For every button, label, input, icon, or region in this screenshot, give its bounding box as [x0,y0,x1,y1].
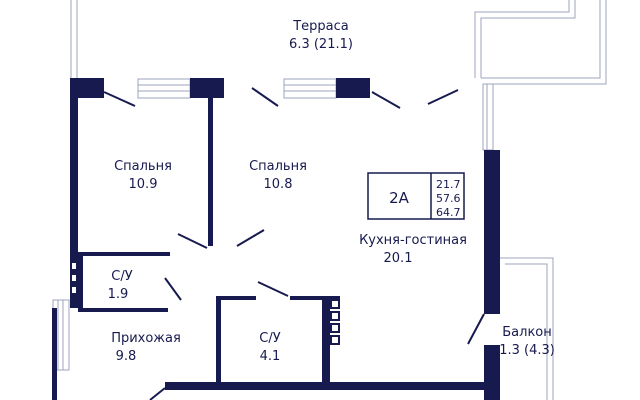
room-labels: Терраса 6.3 (21.1) Спальня 10.9 Спальня … [108,19,555,364]
apartment-type: 2А [389,189,410,207]
window-bedroom2 [283,78,337,99]
window-bedroom1 [137,78,191,99]
ventilation-shafts [70,261,340,345]
balcony-area: 1.3 (4.3) [499,343,555,358]
door-balcony [467,313,485,345]
area-living: 21.7 [436,178,461,191]
bedroom1-area: 10.9 [129,177,158,192]
bedroom2-name: Спальня [249,159,307,174]
bathroom1-name: С/У [111,269,132,284]
apartment-badge: 2А 21.7 57.6 64.7 [367,172,465,220]
door-terrace-bedroom1 [103,91,136,107]
door-bath2 [257,281,289,297]
bathroom2-name: С/У [259,331,280,346]
walls [52,78,500,400]
terrace-outline [70,0,607,85]
door-terrace-kitchen-1 [371,91,401,109]
door-terrace-bedroom2 [251,87,279,107]
door-bath1 [164,277,182,301]
door-terrace-kitchen-2 [427,89,459,105]
terrace-name: Терраса [292,19,349,34]
doors [103,87,485,400]
hallway-area: 9.8 [116,349,137,364]
area-with-terrace: 64.7 [436,206,461,219]
bedroom2-area: 10.8 [264,177,293,192]
kitchen-area: 20.1 [384,251,413,266]
terrace-area: 6.3 (21.1) [289,37,353,52]
bathroom2-area: 4.1 [260,349,281,364]
bedroom1-name: Спальня [114,159,172,174]
door-entrance [149,387,166,400]
area-total: 57.6 [436,192,461,205]
balcony-name: Балкон [502,325,552,340]
windows [52,78,494,371]
door-bedroom2 [236,229,265,247]
window-right [482,83,494,151]
kitchen-name: Кухня-гостиная [359,233,467,248]
bathroom1-area: 1.9 [108,287,129,302]
door-bedroom1 [177,233,208,249]
hallway-name: Прихожая [111,331,181,346]
